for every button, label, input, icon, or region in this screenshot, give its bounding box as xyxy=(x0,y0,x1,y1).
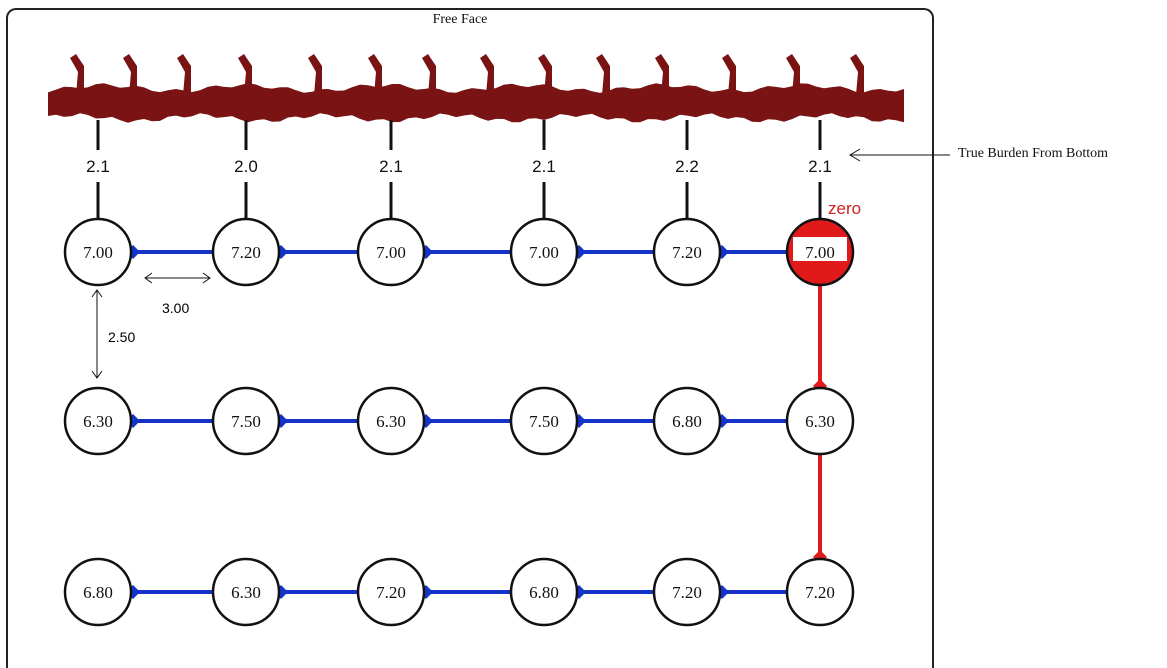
burden-value: 2.1 xyxy=(86,157,110,176)
blast-hole: 7.00 xyxy=(356,217,426,287)
initiation-hole: 7.00 xyxy=(785,217,855,287)
hole-depth-value: 7.20 xyxy=(672,583,702,602)
hole-depth-value: 7.50 xyxy=(529,412,559,431)
rock-spike xyxy=(786,54,800,95)
hole-depth-value: 6.30 xyxy=(376,412,406,431)
spacing-label: 3.00 xyxy=(162,300,189,316)
rock-spike xyxy=(308,54,322,95)
rock-spike xyxy=(70,54,84,95)
hole-depth-value: 7.20 xyxy=(231,243,261,262)
rock-spike xyxy=(422,54,436,95)
hole-depth-value: 6.80 xyxy=(672,412,702,431)
burden-value: 2.1 xyxy=(532,157,556,176)
blast-hole: 7.20 xyxy=(211,217,281,287)
connector-group xyxy=(126,245,827,599)
burden-value: 2.2 xyxy=(675,157,699,176)
blast-hole: 6.80 xyxy=(509,557,579,627)
hole-depth-value: 7.00 xyxy=(83,243,113,262)
row-spacing-dimension: 2.50 xyxy=(91,289,135,379)
hole-depth-value: 6.30 xyxy=(231,583,261,602)
hole-depth-value: 7.20 xyxy=(376,583,406,602)
rock-spike xyxy=(655,54,669,95)
rock-spike xyxy=(722,54,736,95)
blast-hole: 6.30 xyxy=(356,386,426,456)
hole-group: 7.00 7.20 7.00 7.00 7.20 7.00 6.30 7.50 6.30 7.50… xyxy=(63,217,855,627)
blast-hole: 7.00 xyxy=(63,217,133,287)
blast-hole: 7.00 xyxy=(509,217,579,287)
hole-depth-value: 7.50 xyxy=(231,412,261,431)
rock-spike xyxy=(368,54,382,95)
blast-hole: 6.80 xyxy=(652,386,722,456)
initiation-value-box xyxy=(793,237,847,261)
rock-spike xyxy=(238,54,252,95)
blast-hole: 7.20 xyxy=(652,557,722,627)
burden-group: 2.1 2.0 2.1 2.1 2.2 2.1 xyxy=(86,120,832,218)
zero-label: zero xyxy=(828,199,861,218)
blast-hole: 7.50 xyxy=(509,386,579,456)
free-face-rock xyxy=(48,54,904,123)
blast-hole: 6.80 xyxy=(63,557,133,627)
true-burden-label: True Burden From Bottom xyxy=(958,146,1108,161)
hole-depth-value: 7.20 xyxy=(805,583,835,602)
rock-spike xyxy=(850,54,864,95)
hole-depth-value: 7.00 xyxy=(376,243,406,262)
hole-depth-value: 7.00 xyxy=(529,243,559,262)
rock-spike xyxy=(177,54,191,95)
hole-depth-value: 6.30 xyxy=(805,412,835,431)
hole-depth-value: 7.20 xyxy=(672,243,702,262)
burden-value: 2.0 xyxy=(234,157,258,176)
hole-depth-value: 6.80 xyxy=(529,583,559,602)
burden-value: 2.1 xyxy=(808,157,832,176)
rock-spike xyxy=(480,54,494,95)
diagram-panel xyxy=(6,8,934,668)
burden-value: 2.1 xyxy=(379,157,403,176)
blast-hole: 6.30 xyxy=(211,557,281,627)
rock-spike xyxy=(123,54,137,95)
blast-hole: 7.20 xyxy=(785,557,855,627)
free-face-title: Free Face xyxy=(432,12,488,27)
hole-depth-value: 6.80 xyxy=(83,583,113,602)
rock-spike xyxy=(596,54,610,95)
spacing-dimension: 3.00 xyxy=(144,272,211,316)
blast-hole: 7.20 xyxy=(652,217,722,287)
blast-hole: 6.30 xyxy=(785,386,855,456)
blast-hole: 7.50 xyxy=(211,386,281,456)
row-spacing-label: 2.50 xyxy=(108,329,135,345)
hole-depth-value: 6.30 xyxy=(83,412,113,431)
rock-spike xyxy=(538,54,552,95)
blast-hole: 6.30 xyxy=(63,386,133,456)
blast-hole: 7.20 xyxy=(356,557,426,627)
rock-band xyxy=(48,83,904,123)
side-arrow xyxy=(849,148,950,162)
hole-depth-value: 7.00 xyxy=(805,243,835,262)
